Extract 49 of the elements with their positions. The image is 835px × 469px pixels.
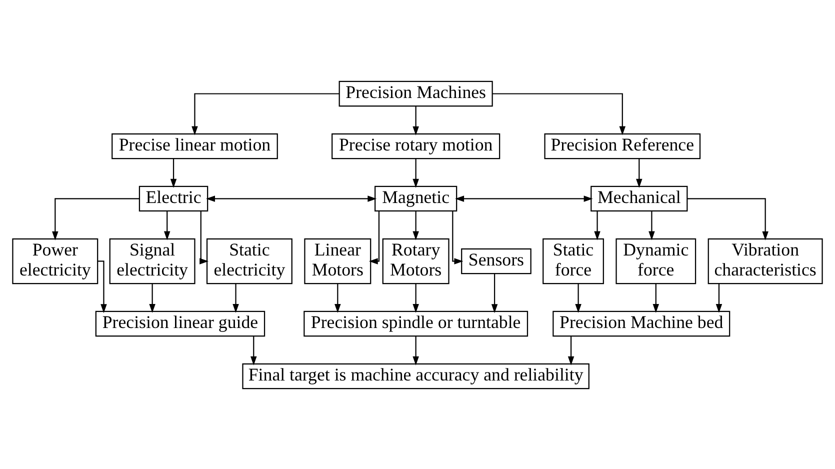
node-box: Magnetic bbox=[374, 185, 458, 212]
node-box: Vibration characteristics bbox=[708, 238, 823, 284]
arrow bbox=[687, 198, 768, 240]
arrow bbox=[206, 195, 377, 202]
arrow bbox=[334, 283, 341, 312]
node-box: Mechanical bbox=[590, 185, 688, 212]
arrow bbox=[492, 92, 626, 135]
node-box: Precision Reference bbox=[544, 132, 701, 159]
arrow bbox=[368, 210, 380, 264]
arrow bbox=[164, 210, 170, 240]
node-box: Precision linear guide bbox=[95, 310, 266, 336]
node-box: Static electricity bbox=[206, 238, 292, 284]
arrow bbox=[412, 210, 419, 240]
arrow bbox=[232, 283, 239, 312]
arrow bbox=[170, 158, 177, 188]
node-box: Precision spindle or turntable bbox=[304, 310, 528, 336]
node-box: Signal electricity bbox=[109, 238, 196, 284]
arrow bbox=[412, 283, 419, 312]
node-box: Power electricity bbox=[12, 238, 98, 284]
arrow bbox=[250, 336, 257, 365]
arrow bbox=[412, 158, 419, 188]
arrow bbox=[568, 336, 574, 365]
arrow bbox=[648, 210, 655, 240]
arrow bbox=[192, 92, 340, 135]
node-box: Linear Motors bbox=[304, 238, 372, 284]
arrow bbox=[200, 210, 209, 264]
arrow bbox=[594, 210, 600, 240]
arrow bbox=[716, 283, 722, 312]
node-box: Final target is machine accuracy and reliability bbox=[242, 362, 590, 389]
node-box: Electric bbox=[138, 185, 208, 212]
arrow bbox=[455, 195, 593, 202]
arrow bbox=[52, 198, 140, 240]
node-box: Precise linear motion bbox=[112, 132, 278, 159]
node-box: Rotary Motors bbox=[382, 238, 450, 284]
node-box: Static force bbox=[542, 238, 604, 284]
arrow bbox=[149, 283, 156, 312]
arrow bbox=[636, 158, 642, 188]
node-box: Precision Machines bbox=[338, 80, 493, 106]
arrow bbox=[452, 210, 464, 264]
arrow bbox=[575, 283, 582, 312]
arrow bbox=[412, 106, 419, 135]
arrow bbox=[491, 273, 498, 313]
arrow bbox=[652, 283, 660, 312]
node-box: Precise rotary motion bbox=[332, 132, 500, 159]
node-box: Dynamic force bbox=[616, 238, 696, 284]
arrow bbox=[98, 260, 107, 313]
node-box: Sensors bbox=[461, 248, 532, 274]
arrow bbox=[412, 336, 419, 365]
node-box: Precision Machine bed bbox=[552, 310, 730, 336]
